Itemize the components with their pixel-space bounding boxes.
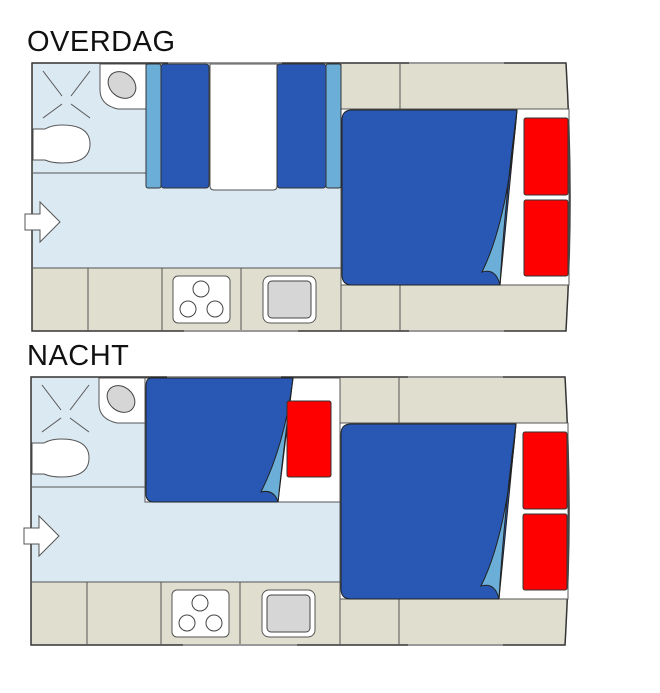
seat-right: [276, 63, 327, 189]
seat-left: [160, 63, 210, 189]
table: [209, 63, 278, 191]
plan-title-night: NACHT: [27, 340, 130, 372]
backrest-right: [325, 63, 342, 189]
front-bed-blanket: [145, 377, 294, 503]
night-floorplan: [23, 376, 570, 646]
day-floorplan: [24, 62, 571, 332]
backrest-left: [145, 63, 162, 189]
front-bed-pillow: [286, 400, 332, 478]
plan-title-day: OVERDAG: [27, 26, 176, 58]
front-bed: [144, 377, 341, 503]
blanket-fold: [260, 377, 294, 503]
dinette: [145, 63, 342, 191]
